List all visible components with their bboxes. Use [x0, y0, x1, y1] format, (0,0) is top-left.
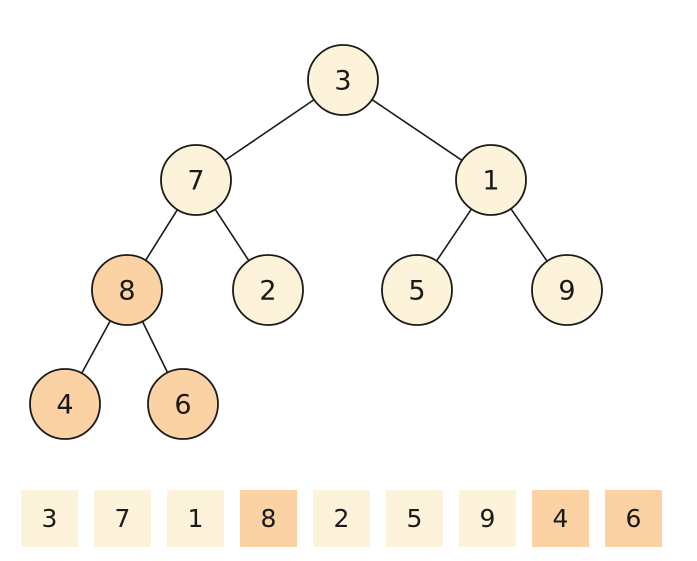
tree-node-circle [91, 254, 163, 326]
tree-node-6[interactable]: 6 [147, 368, 219, 440]
tree-edge [435, 207, 473, 263]
tree-edges-group [80, 98, 549, 375]
tree-node-8[interactable]: 8 [91, 254, 163, 326]
tree-edge [213, 207, 251, 263]
tree-node-circle [232, 254, 304, 326]
array-cell-2[interactable]: 2 [313, 490, 370, 547]
tree-node-circle [160, 144, 232, 216]
tree-node-label: 5 [408, 276, 425, 307]
tree-node-3[interactable]: 3 [307, 44, 379, 116]
tree-node-9[interactable]: 9 [531, 254, 603, 326]
array-cell-4[interactable]: 4 [532, 490, 589, 547]
tree-node-label: 1 [482, 166, 499, 197]
array-cell-8[interactable]: 8 [240, 490, 297, 547]
tree-node-label: 2 [259, 276, 276, 307]
array-cell-5[interactable]: 5 [386, 490, 443, 547]
tree-edge [141, 319, 169, 375]
tree-node-label: 9 [558, 276, 575, 307]
tree-node-circle [531, 254, 603, 326]
array-cell-1[interactable]: 1 [167, 490, 224, 547]
tree-edge [370, 98, 464, 162]
tree-edge [80, 319, 112, 375]
tree-node-label: 4 [56, 390, 73, 421]
tree-node-2[interactable]: 2 [232, 254, 304, 326]
tree-edge [509, 207, 549, 263]
binary-tree-graphic: 3 7 1 8 2 5 9 4 6 [29, 44, 603, 440]
tree-edge [144, 208, 179, 262]
tree-node-circle [29, 368, 101, 440]
array-cell-6[interactable]: 6 [605, 490, 662, 547]
tree-node-circle [455, 144, 527, 216]
tree-node-4[interactable]: 4 [29, 368, 101, 440]
tree-node-1[interactable]: 1 [455, 144, 527, 216]
array-cell-9[interactable]: 9 [459, 490, 516, 547]
array-cell-3[interactable]: 3 [21, 490, 78, 547]
tree-node-5[interactable]: 5 [381, 254, 453, 326]
array-cell-7[interactable]: 7 [94, 490, 151, 547]
tree-nodes-group: 3 7 1 8 2 5 9 4 6 [29, 44, 603, 440]
tree-edge [223, 98, 316, 162]
tree-node-7[interactable]: 7 [160, 144, 232, 216]
tree-node-label: 3 [334, 66, 351, 97]
tree-node-label: 7 [187, 166, 204, 197]
tree-node-circle [147, 368, 219, 440]
tree-node-circle [381, 254, 453, 326]
tree-node-circle [307, 44, 379, 116]
tree-node-label: 6 [174, 390, 191, 421]
tree-node-label: 8 [118, 276, 135, 307]
